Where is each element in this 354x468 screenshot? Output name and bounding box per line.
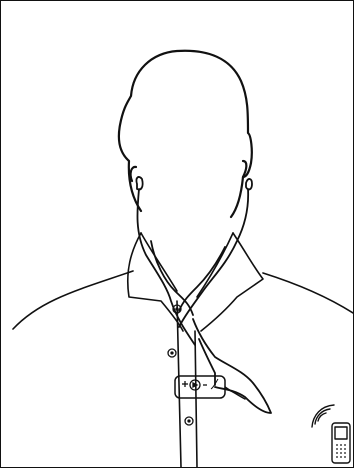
shirt-placket-edge xyxy=(195,331,197,467)
shoulder-line-right xyxy=(263,273,353,313)
earphone-left xyxy=(136,177,142,190)
shirt-button-middle xyxy=(168,349,176,357)
shirt-button-lower xyxy=(185,417,193,425)
mobile-phone-icon xyxy=(332,423,350,463)
left-ear xyxy=(131,167,136,181)
wireless-signal-icon xyxy=(312,405,334,427)
collar-left xyxy=(128,233,183,331)
left-earphone-cable xyxy=(137,189,195,345)
collar-left-fold xyxy=(141,233,177,291)
shoulder-line-left xyxy=(13,271,133,329)
control-unit xyxy=(175,376,245,399)
earphone-right xyxy=(246,179,252,189)
control-unit-plus-icon xyxy=(182,381,188,387)
main-cable xyxy=(193,319,271,413)
